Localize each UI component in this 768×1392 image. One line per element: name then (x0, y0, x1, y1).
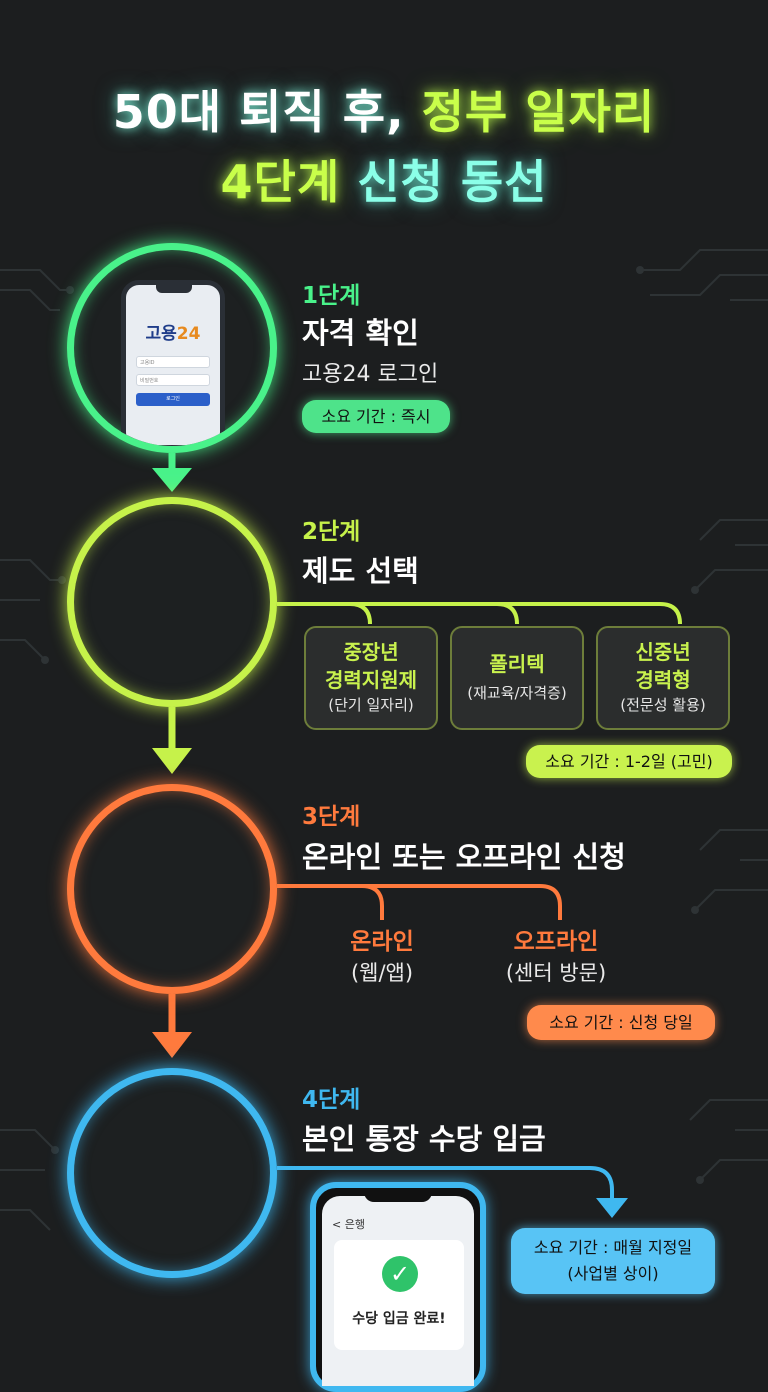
step3-label: 3단계 (302, 804, 361, 830)
step2-circle (67, 497, 277, 707)
phone-login-icon: 고용24 고용ID 비밀번호 로그인 (121, 280, 225, 446)
step2-branch-lines (277, 602, 682, 625)
step1-circle: 고용24 고용ID 비밀번호 로그인 (67, 243, 277, 453)
step4-label: 4단계 (302, 1087, 361, 1113)
step2-duration-badge: 소요 기간 : 1-2일 (고민) (526, 745, 732, 778)
connector-arrow-1 (152, 453, 192, 492)
page-title-line-2: 4단계 신청 동선 (220, 155, 548, 209)
bank-app-phone: < 은행 ✓ 수당 입금 완료! (310, 1182, 486, 1392)
step3-duration-badge: 소요 기간 : 신청 당일 (527, 1005, 715, 1040)
step2-heading: 제도 선택 (302, 554, 419, 588)
login-button: 로그인 (136, 393, 210, 406)
step3-heading: 온라인 또는 오프라인 신청 (302, 840, 626, 874)
step4-branch-line (277, 1166, 628, 1218)
option-card-new-middle-age: 신중년 경력형 (전문성 활용) (596, 626, 730, 730)
goyong24-logo: 고용24 (145, 324, 201, 344)
id-field: 고용ID (136, 356, 210, 368)
option-offline: 오프라인 (센터 방문) (505, 929, 607, 985)
bank-back-label: < 은행 (332, 1218, 365, 1231)
page-title-line-1: 50대 퇴직 후, 정부 일자리 (112, 85, 656, 139)
option-online: 온라인 (웹/앱) (350, 929, 414, 985)
password-field: 비밀번호 (136, 374, 210, 386)
step2-label: 2단계 (302, 519, 361, 545)
check-icon: ✓ (382, 1256, 418, 1292)
option-card-senior-career: 중장년 경력지원제 (단기 일자리) (304, 626, 438, 730)
connector-arrow-3 (152, 994, 192, 1058)
step3-circle (67, 784, 277, 994)
step1-subtitle: 고용24 로그인 (302, 362, 439, 387)
step3-branch-lines (277, 884, 562, 920)
step4-circle (67, 1068, 277, 1278)
step4-heading: 본인 통장 수당 입금 (302, 1122, 546, 1156)
step1-heading: 자격 확인 (302, 316, 419, 350)
deposit-complete-message: 수당 입금 완료! (352, 1311, 446, 1327)
step1-duration-badge: 소요 기간 : 즉시 (302, 400, 450, 433)
option-card-polytech: 폴리텍 (재교육/자격증) (450, 626, 584, 730)
step4-duration-badge: 소요 기간 : 매월 지정일 (사업별 상이) (511, 1228, 715, 1294)
connector-arrow-2 (152, 707, 192, 774)
deposit-complete-card: ✓ 수당 입금 완료! (334, 1240, 464, 1350)
step1-label: 1단계 (302, 283, 361, 309)
